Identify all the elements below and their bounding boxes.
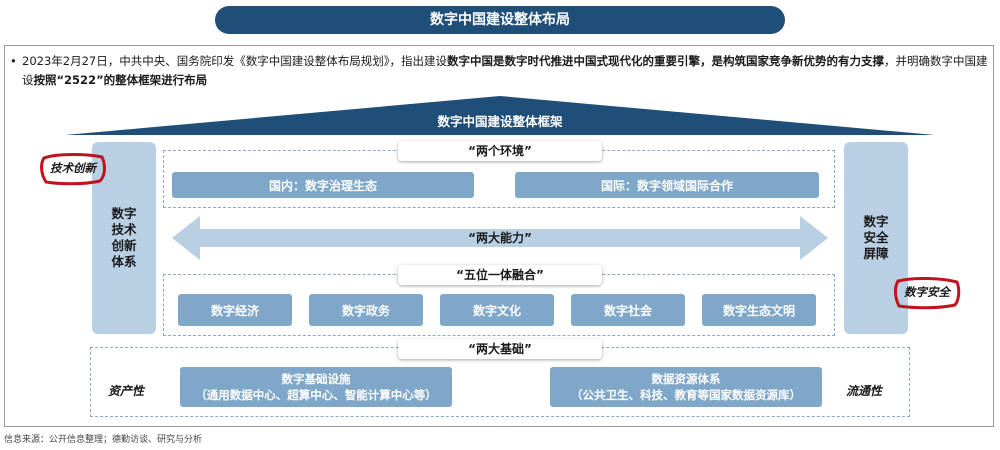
intro-part2: ，并明确数字中国建设 <box>22 54 988 87</box>
intro-bold2: 按照“2522”的整体框架进行布局 <box>33 73 208 87</box>
foundation-data-resources-name: 数据资源体系 <box>651 372 721 386</box>
foundation-infrastructure: 数字基础设施 （通用数据中心、超算中心、智能计算中心等） <box>180 367 452 407</box>
environment-international: 国际：数字领域国际合作 <box>515 172 819 198</box>
right-stamp-text: 数字安全 <box>904 285 950 299</box>
left-stamp-text: 技术创新 <box>50 161 96 175</box>
left-stamp: 技术创新 <box>38 152 108 186</box>
right-stamp: 数字安全 <box>892 276 962 310</box>
intro-part1: 2023年2月27日，中共中央、国务院印发《数字中国建设整体布局规划》，指出建设 <box>22 54 447 68</box>
foundation-data-resources: 数据资源体系 （公共卫生、科技、教育等国家数据资源库） <box>550 367 822 407</box>
framework-title: 数字中国建设整体框架 <box>437 114 563 129</box>
fusion-item-ecology: 数字生态文明 <box>702 294 816 326</box>
environment-domestic: 国内：数字治理生态 <box>172 172 474 198</box>
bullet: • <box>10 54 17 68</box>
foundation-infrastructure-name: 数字基础设施 <box>281 372 351 386</box>
page-title: 数字中国建设整体布局 <box>215 6 785 34</box>
environments-label: “两个环境” <box>398 141 602 161</box>
fusion-item-society: 数字社会 <box>571 294 685 326</box>
fusion-label: “五位一体融合” <box>398 265 602 285</box>
right-pillar-label: 数字安全屏障 <box>863 214 889 261</box>
abilities-label: “两大能力” <box>468 231 532 245</box>
two-abilities-arrow <box>172 216 828 260</box>
content-frame <box>4 45 994 427</box>
foundations-label: “两大基础” <box>398 339 602 359</box>
stamp-border-icon <box>894 277 961 310</box>
foundations-right-side: 流通性 <box>846 384 883 398</box>
fusion-item-economy: 数字经济 <box>178 294 292 326</box>
intro-paragraph: • 2023年2月27日，中共中央、国务院印发《数字中国建设整体布局规划》，指出… <box>10 52 995 90</box>
left-pillar-label: 数字技术创新体系 <box>111 206 137 269</box>
roof <box>65 96 935 135</box>
foundations-left-side: 资产性 <box>108 384 145 398</box>
foundation-infrastructure-detail: （通用数据中心、超算中心、智能计算中心等） <box>195 388 437 402</box>
intro-bold1: 数字中国是数字时代推进中国式现代化的重要引擎，是构筑国家竞争新优势的有力支撑 <box>446 54 884 68</box>
stamp-border-icon <box>40 153 106 186</box>
fusion-item-culture: 数字文化 <box>440 294 554 326</box>
intro-text: 2023年2月27日，中共中央、国务院印发《数字中国建设整体布局规划》，指出建设… <box>22 52 995 90</box>
source-note: 信息来源：公开信息整理；德勤访谈、研究与分析 <box>4 435 203 445</box>
fusion-item-government: 数字政务 <box>309 294 423 326</box>
foundation-data-resources-detail: （公共卫生、科技、教育等国家数据资源库） <box>571 388 801 402</box>
